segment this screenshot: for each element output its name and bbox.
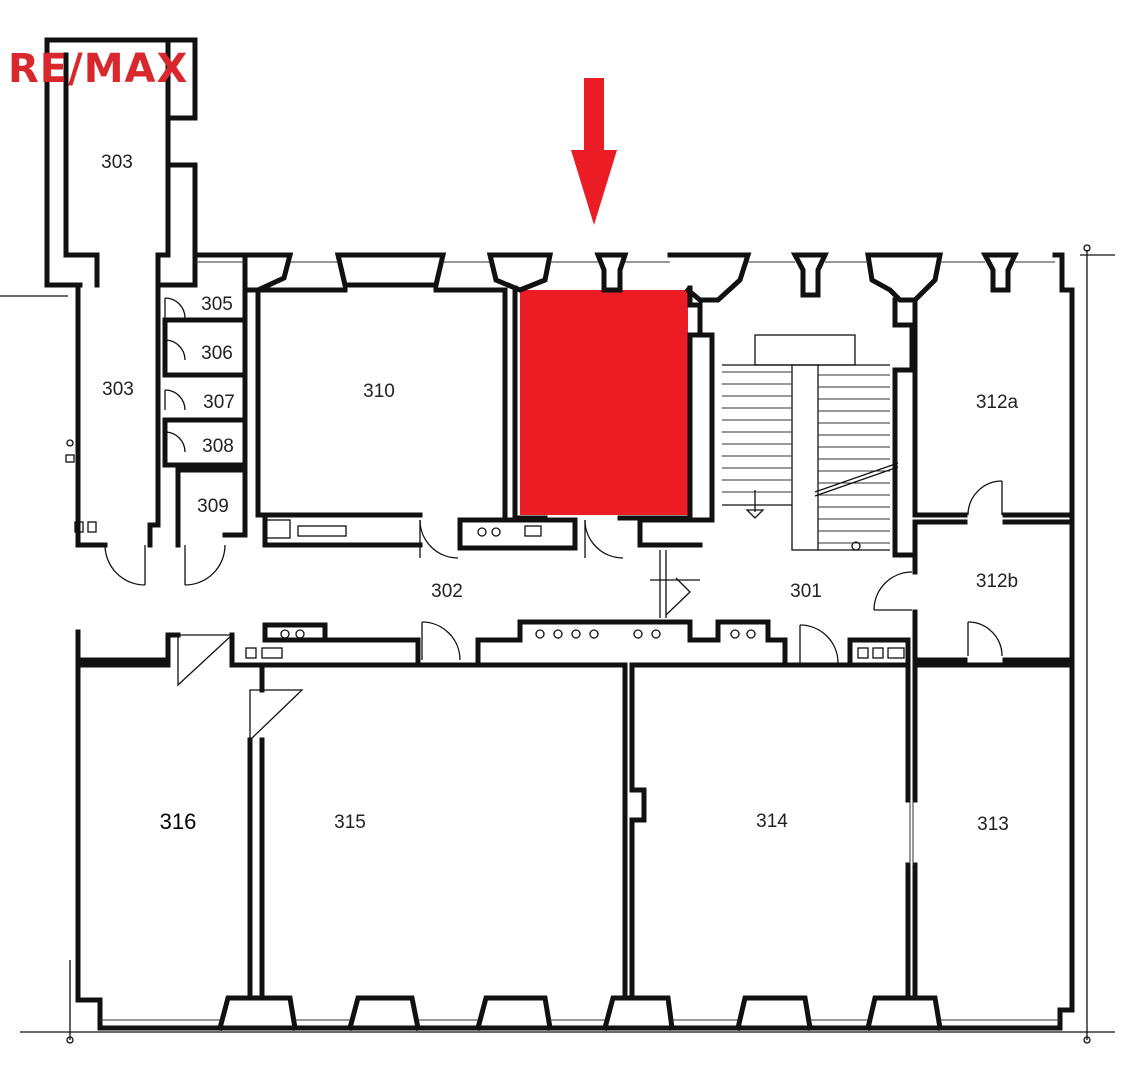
corridor-302-walls [75, 542, 911, 668]
room-313-label: 313 [977, 814, 1009, 835]
fixtures-left [65, 439, 97, 533]
room-303-label: 303 [102, 379, 134, 400]
room-312b-label: 312b [976, 571, 1018, 592]
room-310-walls [255, 287, 508, 548]
room-314-label: 314 [756, 811, 788, 832]
service-rooms [147, 282, 248, 548]
room-310-label: 310 [363, 381, 395, 402]
remax-logo: RE/MAX [8, 46, 188, 92]
corridor-fixtures [245, 629, 905, 659]
north-window-piers [195, 252, 1065, 303]
room-307-label: 307 [203, 392, 235, 413]
kitchen-counter [264, 517, 578, 551]
room-305-label: 305 [201, 294, 233, 315]
room-309-label: 309 [197, 496, 229, 517]
room-303-top-label: 303 [101, 152, 133, 173]
room-301-label: 301 [790, 581, 822, 602]
boundary-lines [0, 244, 1115, 1044]
room-312a-label: 312a [976, 392, 1019, 413]
stair-details [745, 462, 899, 551]
room-306-label: 306 [201, 343, 233, 364]
room-316-label: 316 [160, 809, 197, 834]
corridor-doors [104, 519, 913, 742]
east-rooms-walls [892, 297, 1075, 663]
room-308-label: 308 [202, 436, 234, 457]
room-labels: 303 303 305 306 307 308 309 310 302 301 … [101, 152, 1018, 835]
room-315-label: 315 [334, 812, 366, 833]
stair-treads [722, 371, 890, 544]
location-arrow [571, 78, 617, 225]
south-rooms-walls [75, 662, 1075, 1001]
outer-walls [44, 37, 1075, 1031]
staircase [722, 334, 890, 551]
svg-text:RE/MAX: RE/MAX [8, 46, 188, 92]
room-302-label: 302 [431, 581, 463, 602]
highlighted-unit [520, 290, 688, 515]
south-window-piers [100, 995, 1060, 1032]
